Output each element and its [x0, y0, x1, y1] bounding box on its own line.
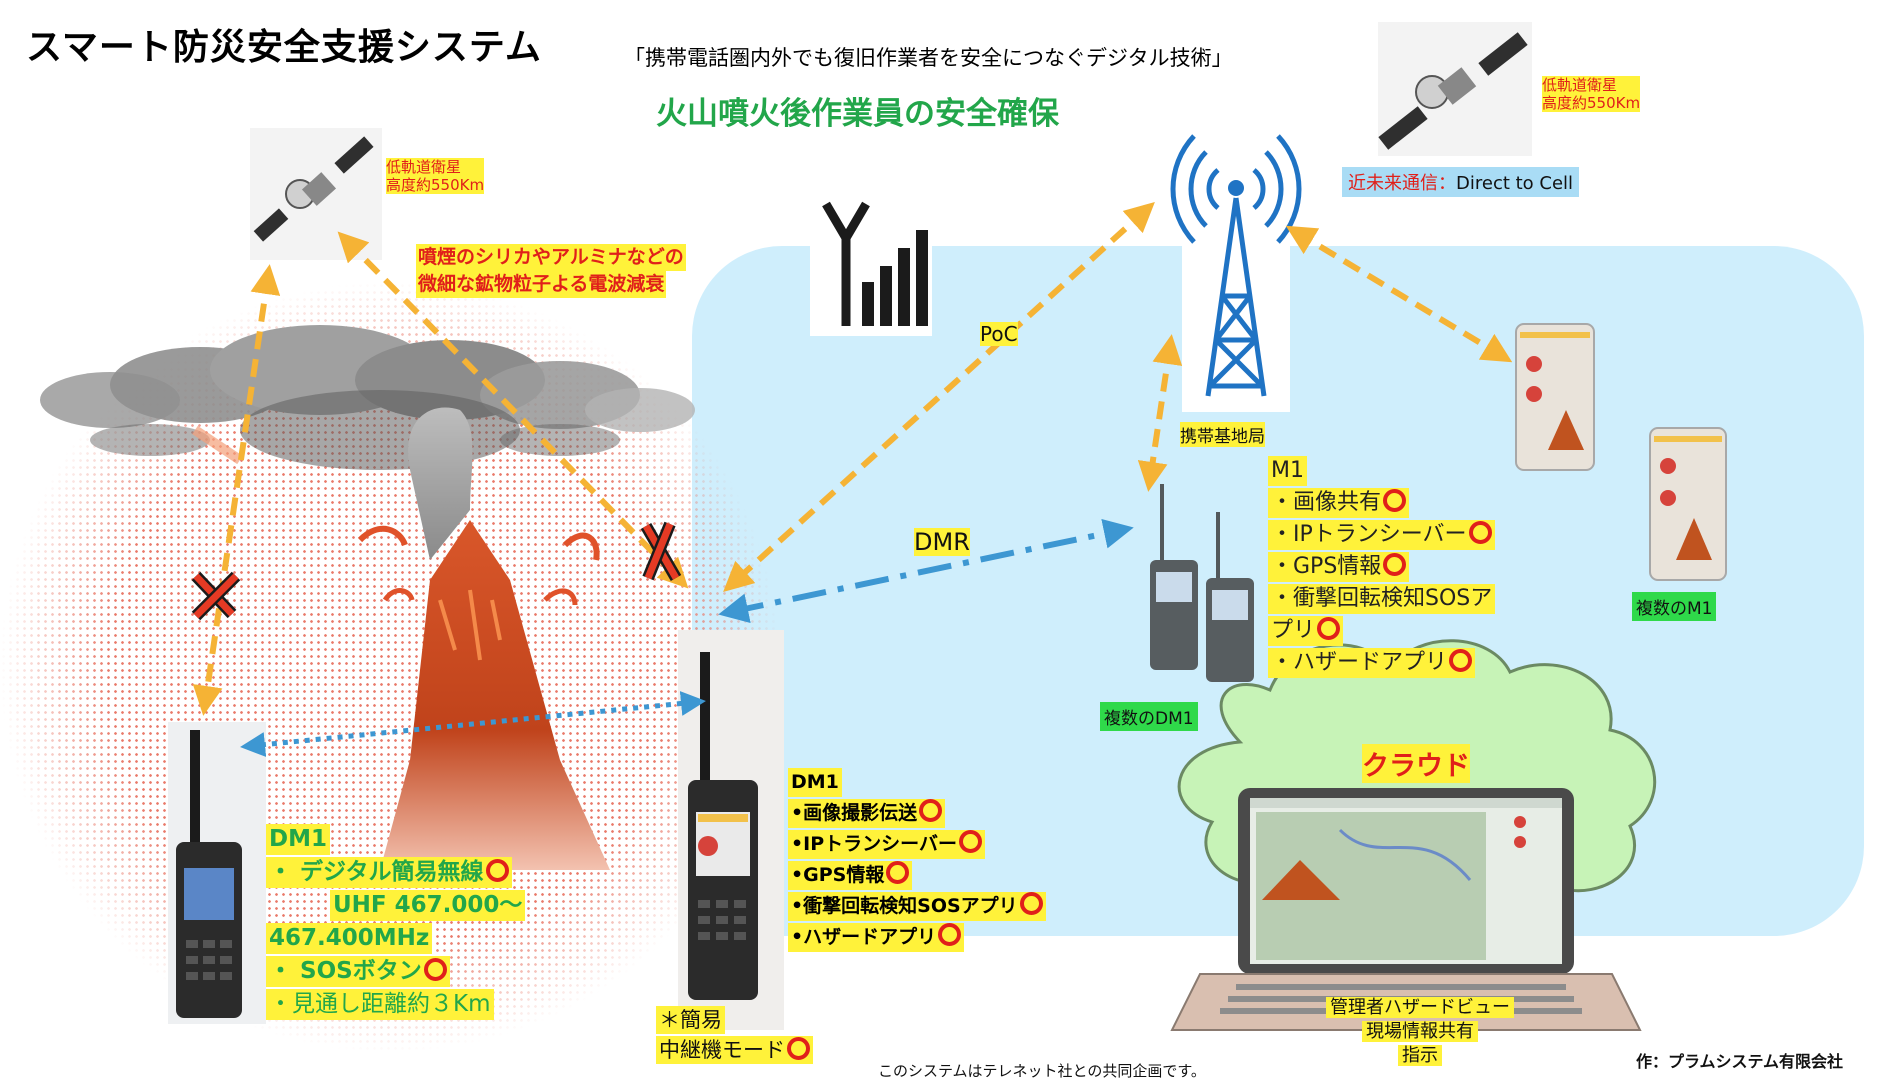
satellite-icon	[250, 128, 382, 260]
dm1-center-item: •GPS情報	[788, 861, 913, 890]
dm1-left-item: ・見通し距離約３Km	[266, 989, 494, 1020]
dm1-left-item: ・ デジタル簡易無線	[266, 857, 512, 888]
volcano-icon	[40, 325, 695, 870]
dm1-left-item: 467.400MHz	[266, 923, 433, 954]
dm1-center-feature-list: DM1 •画像撮影伝送 •IPトランシーバー •GPS情報 •衝撃回転検知SOS…	[788, 768, 1046, 954]
m1-item: ・ハザードアプリ	[1268, 648, 1476, 678]
m1-item-text: ・GPS情報	[1271, 554, 1382, 579]
dm1-left-item: ・ SOSボタン	[266, 956, 450, 987]
dm1-left-title: DM1	[266, 824, 330, 855]
direct-to-cell-badge: 近未来通信：Direct to Cell	[1342, 167, 1580, 197]
circle-mark-icon	[1383, 489, 1407, 512]
circle-mark-icon	[938, 923, 962, 946]
page-title: スマート防災安全支援システム	[26, 27, 542, 68]
satellite-icon	[1378, 22, 1532, 156]
relay-mode-note: ＊簡易 中継機モード	[656, 1006, 813, 1066]
circle-mark-icon	[485, 859, 509, 882]
blocked-x-icon	[191, 571, 241, 621]
m1-item: ・衝撃回転検知SOSア	[1268, 584, 1496, 614]
circle-mark-icon	[958, 830, 982, 853]
dm1-left-feature-list: DM1 ・ デジタル簡易無線 UHF 467.000〜 467.400MHz ・…	[266, 824, 526, 1022]
circle-mark-icon	[423, 958, 447, 981]
dm1-center-item-text: •衝撃回転検知SOSアプリ	[791, 895, 1018, 917]
dm1-center-item-text: •ハザードアプリ	[791, 926, 937, 948]
warning-line2: 微細な鉱物粒子よる電波減衰	[416, 271, 667, 298]
multi-dm1-label: 複数のDM1	[1100, 702, 1198, 731]
warning-line1: 噴煙のシリカやアルミナなどの	[416, 244, 686, 271]
relay-line2-wrap: 中継機モード	[656, 1036, 813, 1064]
m1-item: ・IPトランシーバー	[1268, 520, 1495, 550]
dmr-arrow	[718, 519, 1134, 623]
dm1-center-item: •衝撃回転検知SOSアプリ	[788, 892, 1046, 921]
author-credit: 作：プラムシステム有限会社	[1636, 1052, 1844, 1071]
cell-tower-icon	[1170, 118, 1302, 412]
satellite-right-line2: 高度約550Km	[1542, 94, 1641, 112]
m1-item-text: ・衝撃回転検知SOSア	[1271, 586, 1493, 611]
laptop-icon	[1170, 788, 1642, 1031]
dm1-center-item-text: •GPS情報	[791, 864, 885, 886]
dm1-center-item-text: •IPトランシーバー	[791, 833, 957, 855]
poc-label: PoC	[980, 322, 1018, 346]
direct-to-cell-prefix: 近未来通信：	[1348, 173, 1456, 194]
radio-icon	[168, 722, 266, 1024]
circle-mark-icon	[919, 799, 943, 822]
dm1-center-item: •IPトランシーバー	[788, 830, 985, 859]
circle-mark-icon	[1449, 649, 1473, 672]
headline: 火山噴火後作業員の安全確保	[656, 96, 1059, 132]
circle-mark-icon	[886, 861, 910, 884]
attenuation-warning: 噴煙のシリカやアルミナなどの 微細な鉱物粒子よる電波減衰	[416, 244, 686, 298]
smartphone-icon	[1515, 323, 1595, 471]
dm1-center-item-text: •画像撮影伝送	[791, 802, 918, 824]
dm1-left-item: UHF 467.000〜	[330, 890, 526, 921]
dm1-left-line4: ・ SOSボタン	[269, 958, 422, 984]
smartphone-icon	[1649, 427, 1727, 581]
blocked-x-icon	[640, 521, 682, 581]
cloud-label: クラウド	[1362, 744, 1470, 783]
signal-bars-icon	[810, 190, 932, 336]
admin-view-note: 管理者ハザードビュー 現場情報共有 指示	[1300, 996, 1540, 1068]
m1-item: ・GPS情報	[1268, 552, 1410, 582]
m1-item-text: ・ハザードアプリ	[1271, 650, 1448, 675]
subtitle: 「携帯電話圏内外でも復旧作業者を安全につなぐデジタル技術」	[624, 46, 1233, 70]
m1-item-text: ・画像共有	[1271, 490, 1382, 515]
relay-line2: 中継機モード	[659, 1038, 785, 1062]
m1-item-text: プリ	[1271, 618, 1316, 643]
satellite-left-line2: 高度約550Km	[386, 176, 485, 194]
admin-line3: 指示	[1398, 1045, 1442, 1066]
m1-item-text: ・IPトランシーバー	[1271, 522, 1467, 547]
dm1-center-title: DM1	[788, 768, 842, 797]
relay-line1: ＊簡易	[656, 1006, 725, 1034]
satellite-left-line1: 低軌道衛星	[386, 158, 462, 176]
dm1-center-item: •ハザードアプリ	[788, 923, 965, 952]
multi-m1-label: 複数のM1	[1632, 592, 1717, 621]
admin-line1: 管理者ハザードビュー	[1326, 997, 1514, 1018]
circle-mark-icon	[787, 1037, 810, 1060]
circle-mark-icon	[1317, 617, 1341, 640]
satellite-right-line1: 低軌道衛星	[1542, 76, 1618, 94]
satellite-right-label: 低軌道衛星 高度約550Km	[1542, 76, 1641, 112]
dm1-left-line1: ・ デジタル簡易無線	[269, 859, 484, 885]
tower-label: 携帯基地局	[1180, 422, 1265, 447]
footer-note: このシステムはテレネット社との共同企画です。	[878, 1062, 1206, 1080]
admin-line2: 現場情報共有	[1362, 1021, 1478, 1042]
circle-mark-icon	[1468, 521, 1492, 544]
m1-feature-list: M1 ・画像共有 ・IPトランシーバー ・GPS情報 ・衝撃回転検知SOSア プ…	[1268, 456, 1496, 680]
dm1-center-item: •画像撮影伝送	[788, 799, 946, 828]
radio-icon	[1150, 484, 1254, 682]
m1-item: プリ	[1268, 616, 1344, 646]
m1-item: ・画像共有	[1268, 488, 1410, 518]
dmr-label: DMR	[914, 528, 970, 556]
radio-icon	[678, 630, 784, 1030]
satellite-left-label: 低軌道衛星 高度約550Km	[386, 158, 485, 194]
direct-radio-arrow	[240, 691, 706, 757]
direct-to-cell-label: Direct to Cell	[1456, 173, 1574, 194]
circle-mark-icon	[1383, 553, 1407, 576]
m1-title: M1	[1268, 456, 1307, 486]
circle-mark-icon	[1019, 892, 1043, 915]
